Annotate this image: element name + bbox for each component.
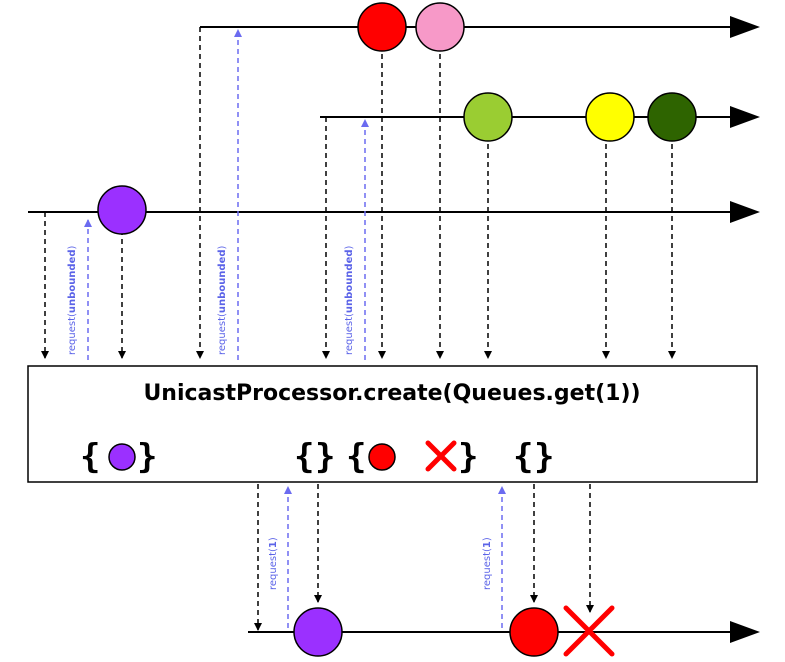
svg-text:}: } xyxy=(458,437,478,477)
svg-text:}: } xyxy=(315,437,335,477)
request-label-unbounded-2: request(unbounded) xyxy=(217,245,228,355)
request-arrows-upstream xyxy=(84,29,369,360)
svg-text:}: } xyxy=(137,437,157,477)
marble-purple-source xyxy=(97,185,147,235)
request-label-one-2: request(1) xyxy=(482,537,493,590)
marble-dark-green xyxy=(647,92,697,142)
queue-state-empty-1: { } xyxy=(294,437,335,477)
error-x-icon xyxy=(425,440,457,472)
output-emission-arrows xyxy=(254,484,594,631)
svg-text:{: { xyxy=(80,437,100,477)
queue-state-empty-2: { } xyxy=(513,437,554,477)
svg-text:{: { xyxy=(513,437,533,477)
marble-red-output xyxy=(509,607,559,657)
queue-state-purple: { } xyxy=(80,437,157,477)
svg-text:}: } xyxy=(534,437,554,477)
request-label-one-1: request(1) xyxy=(268,537,279,590)
queue-state-red-error: { } xyxy=(346,437,478,477)
emission-arrows xyxy=(41,27,676,359)
error-x-icon-output xyxy=(563,605,615,657)
marble-yellow xyxy=(585,92,635,142)
marble-pink-top xyxy=(415,2,465,52)
request-label-unbounded-3: request(unbounded) xyxy=(344,245,355,355)
svg-text:{: { xyxy=(346,437,366,477)
svg-text:{: { xyxy=(294,437,314,477)
marble-purple-output xyxy=(293,607,343,657)
request-label-unbounded-1: request(unbounded) xyxy=(67,245,78,355)
source-timeline-top xyxy=(200,16,760,38)
marble-light-green xyxy=(463,92,513,142)
request-arrows-downstream xyxy=(284,486,506,628)
processor-label: UnicastProcessor.create(Queues.get(1)) xyxy=(143,381,640,406)
marble-red-top xyxy=(357,2,407,52)
